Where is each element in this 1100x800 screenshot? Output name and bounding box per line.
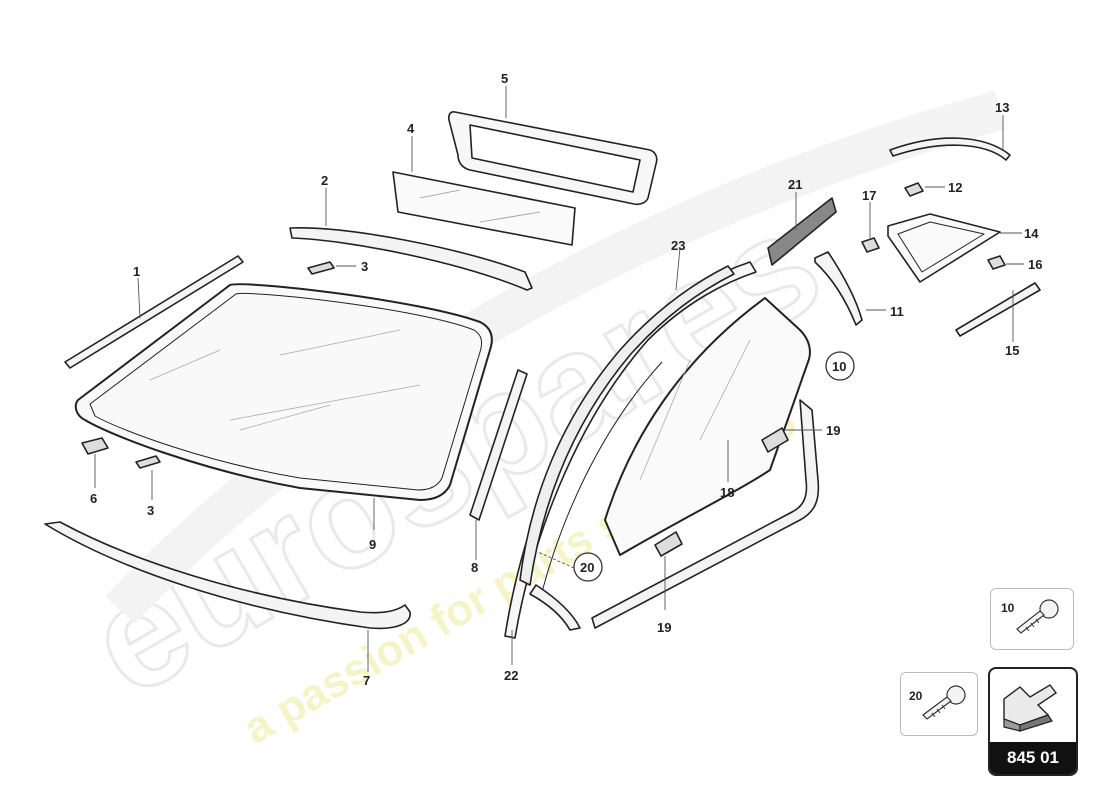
- callout-14[interactable]: 14: [1024, 226, 1039, 241]
- arrow-icon: [1003, 684, 1058, 732]
- callout-5[interactable]: 5: [501, 71, 508, 86]
- callout-19-upper[interactable]: 19: [826, 423, 840, 438]
- part-14-quarter-glass[interactable]: [887, 213, 1001, 283]
- callout-3-upper[interactable]: 3: [361, 259, 368, 274]
- callout-20-circle: [573, 552, 603, 582]
- callout-21[interactable]: 21: [788, 177, 802, 192]
- part-1-strip[interactable]: [64, 255, 244, 369]
- part-20-corner[interactable]: [529, 584, 581, 631]
- part-17-clip[interactable]: [861, 237, 880, 253]
- part-2-upper-trim[interactable]: [289, 227, 533, 291]
- callout-16[interactable]: 16: [1028, 257, 1042, 272]
- part-21-strip[interactable]: [767, 197, 837, 266]
- sheet-number: 845 01: [990, 742, 1076, 774]
- callout-12[interactable]: 12: [948, 180, 962, 195]
- part-13-trim[interactable]: [889, 137, 1011, 161]
- callout-1[interactable]: 1: [133, 264, 140, 279]
- callout-18[interactable]: 18: [720, 485, 734, 500]
- callout-10[interactable]: 10: [832, 359, 846, 374]
- sheet-reference-box: 845 01: [988, 667, 1078, 776]
- leader-lines: [94, 86, 1024, 672]
- part-door-frame[interactable]: [591, 399, 820, 629]
- part-8-strip[interactable]: [469, 369, 528, 521]
- part-9-windscreen[interactable]: [74, 283, 493, 501]
- part-18-door-glass[interactable]: [604, 297, 811, 556]
- screw-icon: [922, 685, 966, 720]
- screw-10-box: 10: [990, 588, 1074, 650]
- part-7-lower-trim[interactable]: [44, 521, 411, 630]
- callout-22[interactable]: 22: [504, 668, 518, 683]
- part-3-clip-lower[interactable]: [135, 455, 161, 469]
- part-6-block[interactable]: [81, 437, 109, 455]
- screw-icon: [1016, 599, 1059, 634]
- part-11-quarter[interactable]: [814, 251, 863, 326]
- part-23-seal[interactable]: [519, 265, 735, 586]
- screw-20-label: 20: [909, 689, 923, 703]
- callout-11[interactable]: 11: [890, 304, 904, 319]
- part-16-clip[interactable]: [987, 255, 1006, 270]
- callout-8[interactable]: 8: [471, 560, 478, 575]
- callout-23[interactable]: 23: [671, 238, 685, 253]
- part-19-clip-lower[interactable]: [654, 531, 683, 557]
- callout-7[interactable]: 7: [363, 673, 370, 688]
- callout-13[interactable]: 13: [995, 100, 1009, 115]
- part-15-strip[interactable]: [955, 282, 1041, 337]
- callout-20[interactable]: 20: [580, 560, 594, 575]
- callout-17[interactable]: 17: [862, 188, 876, 203]
- part-12-clip[interactable]: [904, 182, 924, 197]
- part-4-rear-glass[interactable]: [392, 171, 576, 246]
- callout-2[interactable]: 2: [321, 173, 328, 188]
- callout-10-circle: [825, 351, 855, 381]
- screw-20-box: 20: [900, 672, 978, 736]
- part-3-clip-upper[interactable]: [307, 261, 335, 275]
- callouts: 1 2 3 3 4 5 6 7 8 9 10 11 12 13 14 15 16…: [90, 71, 1042, 688]
- callout-3-lower[interactable]: 3: [147, 503, 154, 518]
- screw-10-label: 10: [1001, 601, 1015, 615]
- part-19-clip-upper[interactable]: [761, 427, 789, 453]
- callout-6[interactable]: 6: [90, 491, 97, 506]
- callout-15[interactable]: 15: [1005, 343, 1019, 358]
- callout-19-lower[interactable]: 19: [657, 620, 671, 635]
- callout-4[interactable]: 4: [407, 121, 415, 136]
- callout-9[interactable]: 9: [369, 537, 376, 552]
